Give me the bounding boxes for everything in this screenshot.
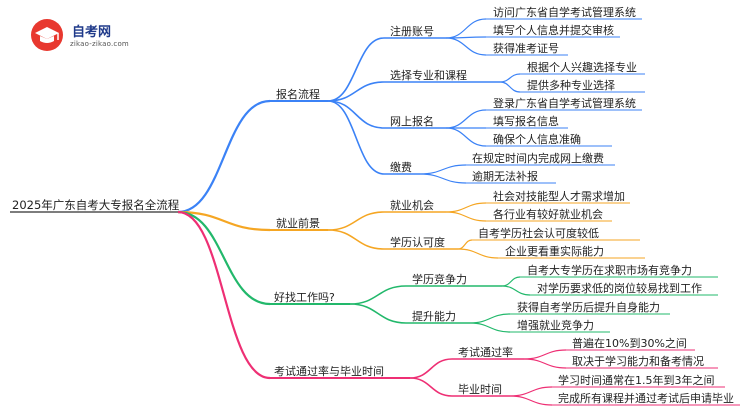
subtopic-node: 网上报名: [390, 115, 434, 128]
connector-line: [523, 349, 567, 360]
connector-line: [501, 285, 531, 296]
subtopic-node: 学历竞争力: [412, 273, 467, 286]
subtopic-node: 提升能力: [412, 310, 456, 323]
leaf-node: 对学历要求低的岗位较易找到工作: [537, 282, 702, 295]
leaf-node: 自考大专学历在求职市场有竞争力: [527, 264, 692, 277]
connector-line: [327, 100, 385, 129]
branch-node: 报名流程: [276, 88, 320, 101]
connector-line: [409, 358, 453, 379]
connector-line: [349, 303, 407, 324]
connector-line: [419, 173, 467, 184]
connector-line: [445, 109, 487, 129]
connector-line: [445, 211, 487, 222]
subtopic-node: 缴费: [390, 161, 412, 174]
leaf-node: 社会对技能型人才需求增加: [493, 190, 625, 203]
leaf-node: 各行业有较好就业机会: [493, 208, 603, 221]
connector-line: [501, 276, 521, 287]
connector-line: [499, 81, 521, 93]
leaf-node: 获得自考学历后提升自身能力: [517, 301, 660, 314]
branch-node: 考试通过率与毕业时间: [274, 365, 384, 378]
connector-line: [349, 285, 407, 305]
connector-line: [177, 210, 271, 306]
connector-line: [327, 229, 385, 250]
logo-url: zikao-zikao.com: [70, 40, 129, 48]
connector-line: [499, 73, 521, 83]
connector-line: [327, 100, 385, 175]
leaf-node: 提供多种专业选择: [527, 79, 615, 92]
leaf-node: 填写报名信息: [493, 115, 559, 128]
leaf-node: 自考学历社会认可度较低: [478, 227, 599, 240]
connector-line: [445, 18, 487, 39]
subtopic-node: 就业机会: [390, 199, 434, 212]
subtopic-node: 毕业时间: [458, 383, 502, 396]
connector-line: [457, 239, 473, 250]
connector-line: [327, 37, 385, 102]
leaf-node: 完成所有课程并通过考试后申请毕业: [558, 392, 734, 405]
connector-line: [409, 377, 453, 397]
leaf-node: 访问广东省自学考试管理系统: [493, 6, 636, 19]
leaf-node: 取决于学习能力和备考情况: [572, 355, 704, 368]
leaf-node: 获得准考证号: [493, 42, 559, 55]
leaf-node: 确保个人信息准确: [493, 133, 581, 146]
subtopic-node: 学历认可度: [390, 236, 445, 249]
leaf-node: 增强就业竞争力: [517, 319, 594, 332]
connector-line: [445, 202, 487, 213]
leaf-node: 填写个人信息并提交审核: [493, 24, 614, 37]
leaf-node: 登录广东省自学考试管理系统: [493, 97, 636, 110]
connector-line: [327, 211, 385, 231]
logo-title: 自考网: [72, 25, 112, 40]
connector-line: [177, 210, 271, 232]
connector-line: [469, 322, 511, 333]
branch-node: 就业前景: [276, 217, 320, 230]
leaf-node: 学习时间通常在1.5年到3年之间: [558, 374, 715, 387]
leaf-node: 普遍在10%到30%之间: [572, 337, 687, 350]
leaf-node: 逾期无法补报: [472, 170, 538, 183]
root-node: 2025年广东自考大专报名全流程: [12, 198, 180, 212]
connector-line: [177, 99, 271, 214]
leaf-node: 根据个人兴趣选择专业: [527, 61, 637, 74]
site-logo: 自考网 zikao-zikao.com: [30, 18, 150, 52]
graduation-cap-icon: [31, 19, 63, 51]
connector-line: [177, 210, 271, 380]
connector-line: [419, 164, 467, 175]
subtopic-node: 选择专业和课程: [390, 69, 467, 82]
connector-line: [469, 313, 511, 324]
connector-line: [445, 127, 487, 147]
connector-line: [445, 37, 487, 56]
connector-line: [509, 386, 553, 397]
leaf-node: 在规定时间内完成网上缴费: [472, 152, 604, 165]
subtopic-node: 考试通过率: [458, 346, 513, 359]
leaf-node: 企业更看重实际能力: [505, 245, 604, 258]
connector-line: [457, 248, 499, 259]
branch-node: 好找工作吗?: [274, 291, 335, 304]
connector-line: [523, 358, 567, 369]
connector-line: [327, 81, 385, 102]
subtopic-node: 注册账号: [390, 25, 434, 38]
connector-line: [509, 395, 553, 406]
